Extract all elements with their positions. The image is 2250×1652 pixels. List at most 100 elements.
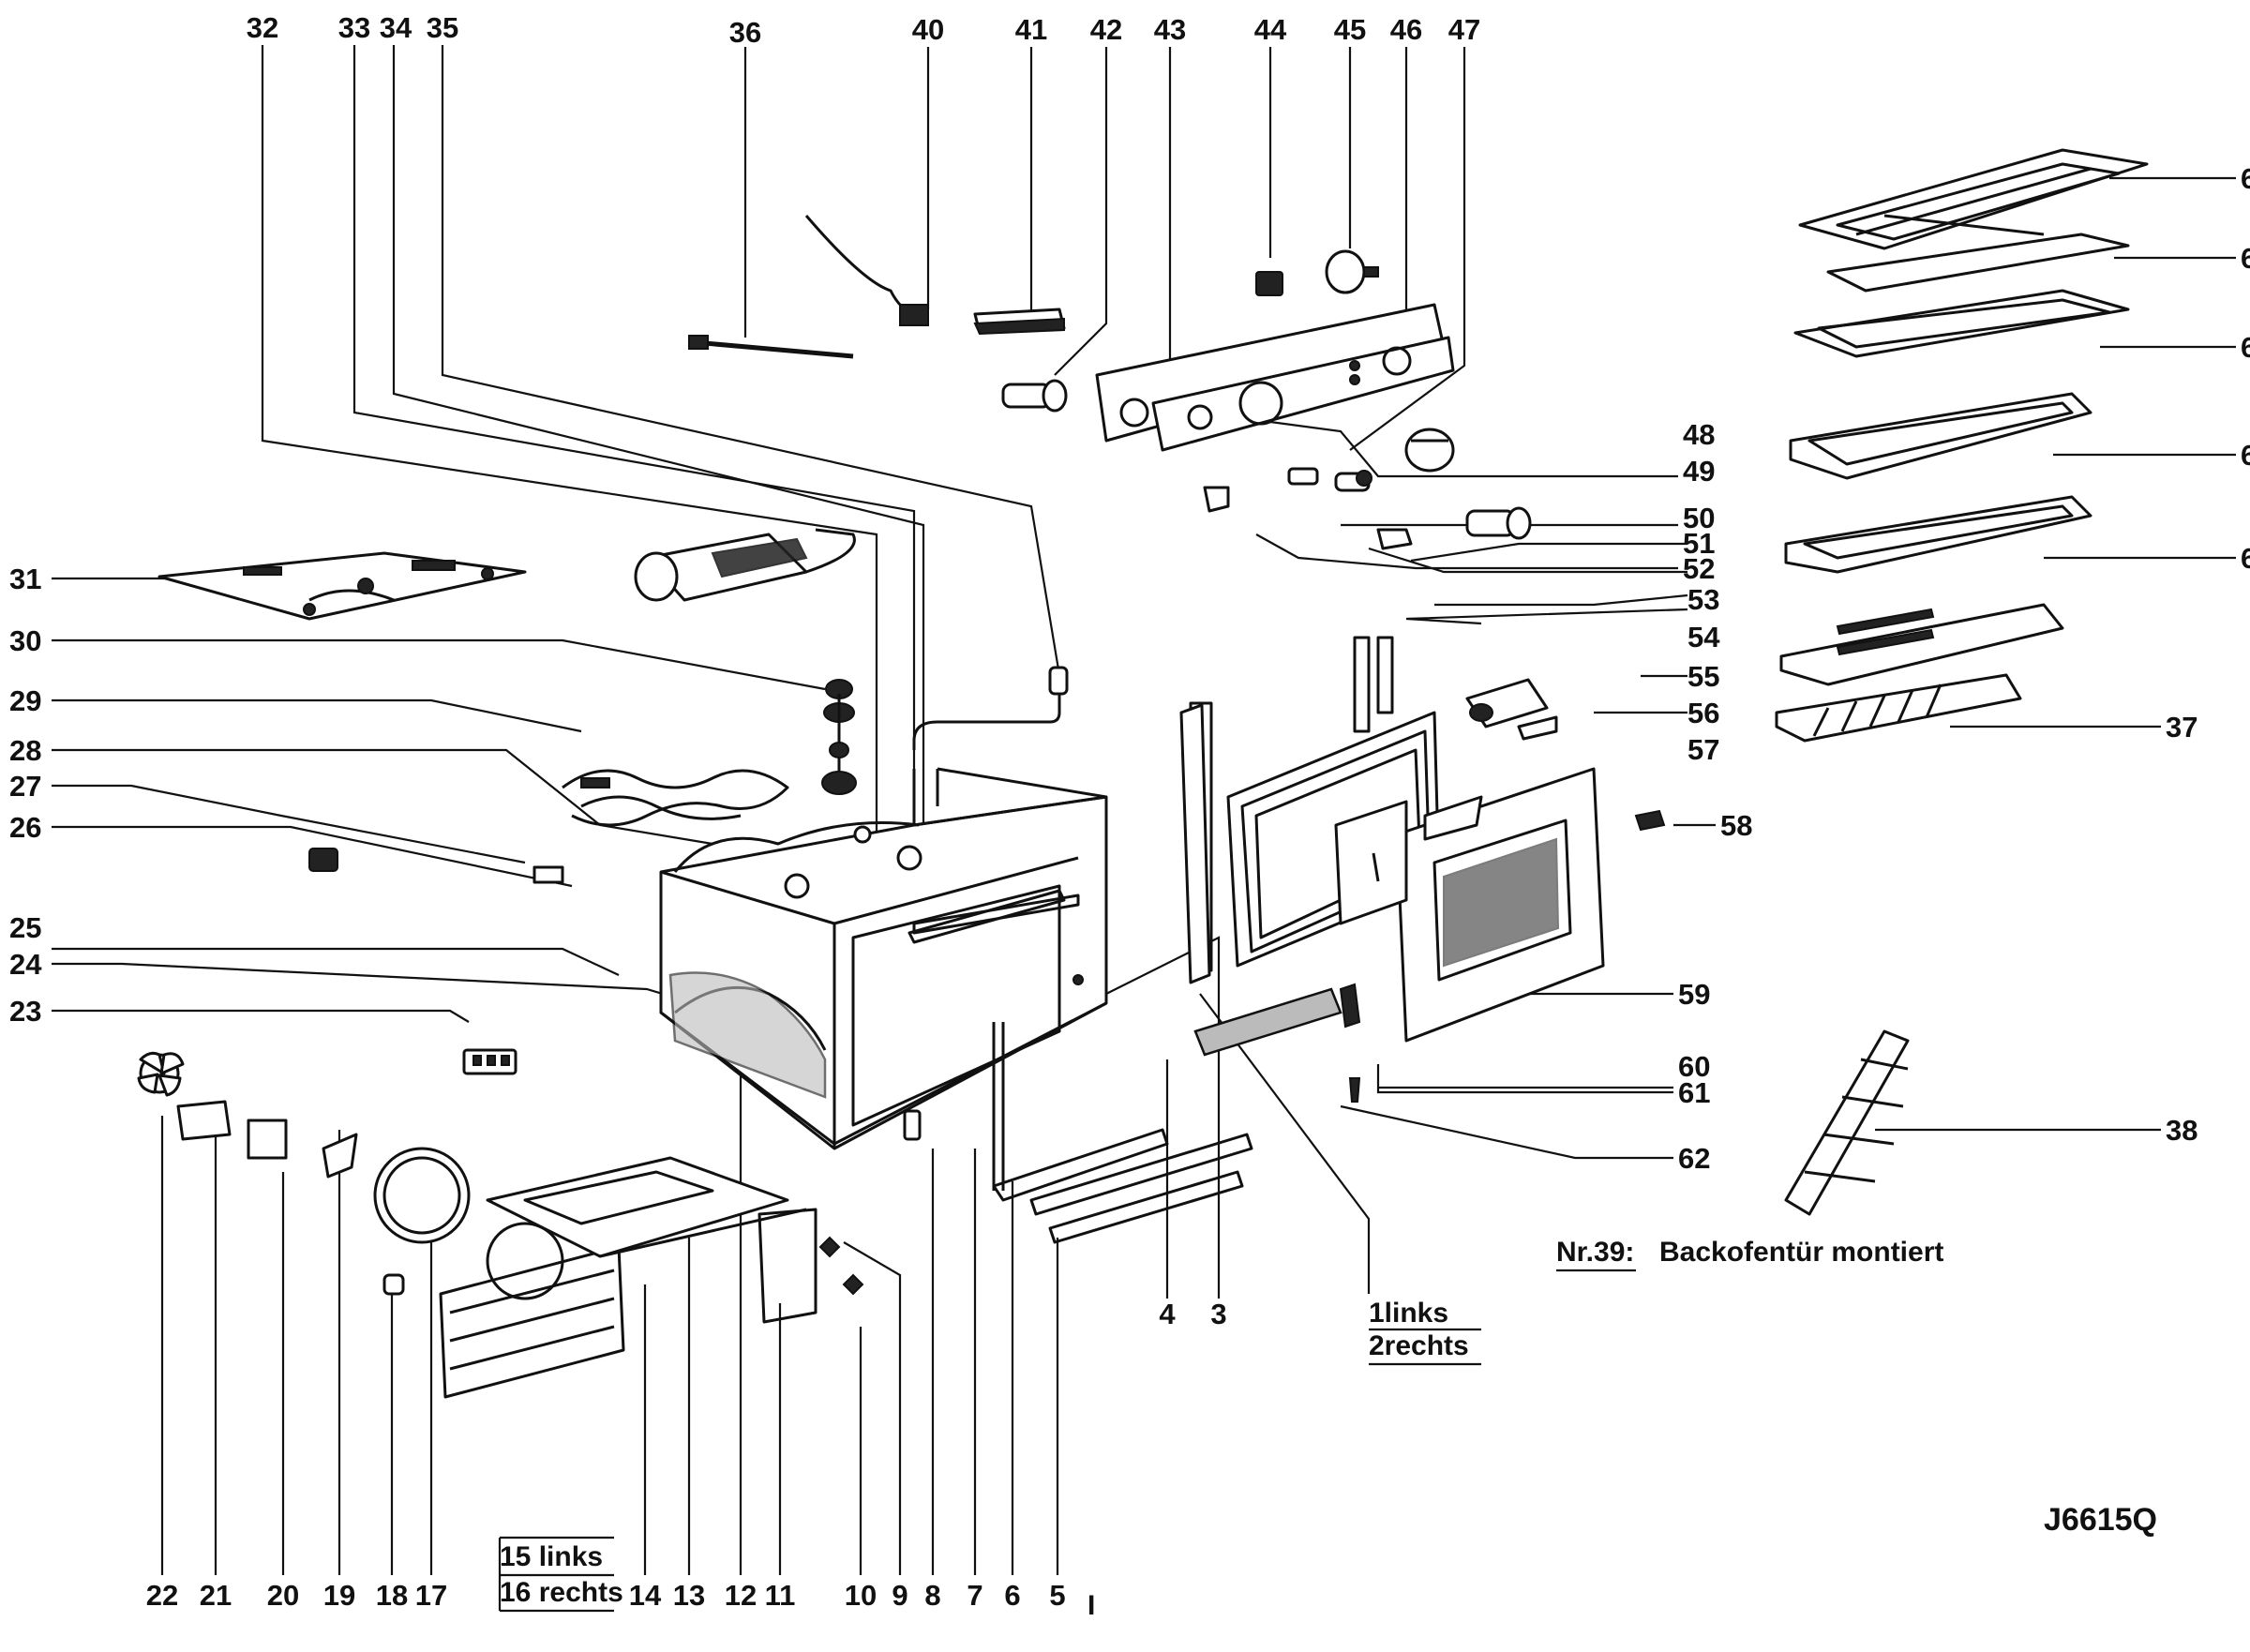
callout-60: 60 [1678,1050,1710,1083]
callout-55: 55 [1688,660,1719,693]
callout-19: 19 [323,1579,355,1612]
label-group-door-sides: 1links 2rechts [1369,1298,1481,1366]
callout-36: 36 [729,16,761,49]
callout-6: 6 [1004,1579,1020,1612]
side-rails [992,1128,1253,1244]
callout-11: 11 [765,1579,796,1612]
callout-67: 67 [2241,542,2250,575]
label-door-right: 2rechts [1369,1330,1469,1361]
door-front [1334,767,1605,1043]
door-handle [1193,983,1361,1103]
callout-21: 21 [200,1579,232,1612]
callout-61: 61 [1678,1076,1710,1109]
callout-40: 40 [912,13,944,46]
heating-element-top [562,769,789,827]
callout-32: 32 [247,11,278,44]
control-panel [1095,303,1455,452]
drawing-code: J6615Q [2044,1502,2157,1538]
callout-53: 53 [1688,583,1719,616]
small-parts-left [308,848,564,1075]
callout-44: 44 [1254,13,1287,46]
callout-17: 17 [415,1579,447,1612]
thermostat-stack [821,679,857,795]
callout-12: 12 [725,1579,757,1612]
callout-51: 51 [1683,527,1715,560]
callout-58: 58 [1720,809,1752,842]
callout-4: 4 [1159,1298,1176,1330]
door-seal [1179,703,1211,984]
rod [688,335,854,359]
label-mark-i: I [1088,1590,1095,1621]
note-text: Backofentür montiert [1659,1237,1943,1268]
callout-38: 38 [2166,1114,2198,1147]
label-rack-right: 16 rechts [500,1577,623,1608]
callout-56: 56 [1688,697,1719,729]
heater-housing [634,528,856,602]
callout-63: 63 [2241,162,2250,195]
door-hinge-parts [1465,678,1666,832]
callout-29: 29 [9,684,41,717]
callout-54: 54 [1688,621,1720,653]
screws [818,1109,922,1296]
callout-26: 26 [9,811,41,844]
callout-25: 25 [9,911,41,944]
callout-20: 20 [267,1579,299,1612]
leader-lines [52,45,2236,1575]
top-plate [158,551,527,621]
callout-65: 65 [2241,331,2250,364]
callout-35: 35 [427,11,458,44]
callout-7: 7 [967,1579,982,1612]
cavity-brackets [908,889,1084,985]
callout-43: 43 [1154,13,1186,46]
callout-5: 5 [1049,1579,1065,1612]
callout-27: 27 [9,770,41,803]
sensor-tube [912,666,1069,750]
label-rack-left: 15 links [500,1541,603,1572]
callout-24: 24 [9,948,42,981]
oven-rack [439,1222,625,1399]
callout-14: 14 [629,1579,662,1612]
lamp-cable [804,215,1066,336]
callout-50: 50 [1683,502,1715,534]
label-group-racks: 15 links 16 rechts [498,1536,623,1613]
callout-3: 3 [1210,1298,1226,1330]
callout-23: 23 [9,995,41,1028]
callout-52: 52 [1683,552,1715,585]
callout-64: 64 [2241,242,2250,275]
callout-48: 48 [1683,418,1715,451]
fan-assembly [137,1051,471,1296]
oven-cavity [659,767,1108,1191]
callout-45: 45 [1334,13,1366,46]
assembly-note: Nr.39: Backofentür montiert [1556,1237,1943,1272]
callout-30: 30 [9,624,41,657]
callout-46: 46 [1390,13,1422,46]
callout-34: 34 [380,11,412,44]
callout-9: 9 [892,1579,908,1612]
callout-31: 31 [9,563,41,595]
note-prefix: Nr.39: [1556,1237,1634,1268]
callout-66: 66 [2241,439,2250,472]
callout-62: 62 [1678,1142,1710,1175]
callout-numbers: 3456789101112131417181920212223242526272… [9,11,2250,1612]
switch-and-knob [1255,249,1379,296]
callout-49: 49 [1683,455,1715,488]
callout-41: 41 [1015,13,1047,46]
lamp-bulb [1001,379,1068,413]
tray-stack [1775,148,2149,743]
callout-28: 28 [9,734,41,767]
callout-33: 33 [338,11,370,44]
callout-47: 47 [1448,13,1480,46]
callout-22: 22 [146,1579,178,1612]
label-door-left: 1links [1369,1298,1448,1329]
base-plate [486,1156,818,1324]
callout-8: 8 [924,1579,940,1612]
knob-parts [1203,428,1532,550]
callout-57: 57 [1688,733,1719,766]
callout-37: 37 [2166,711,2198,743]
side-rail [1784,1029,1910,1216]
callout-18: 18 [376,1579,408,1612]
callout-13: 13 [673,1579,705,1612]
callout-59: 59 [1678,978,1710,1011]
